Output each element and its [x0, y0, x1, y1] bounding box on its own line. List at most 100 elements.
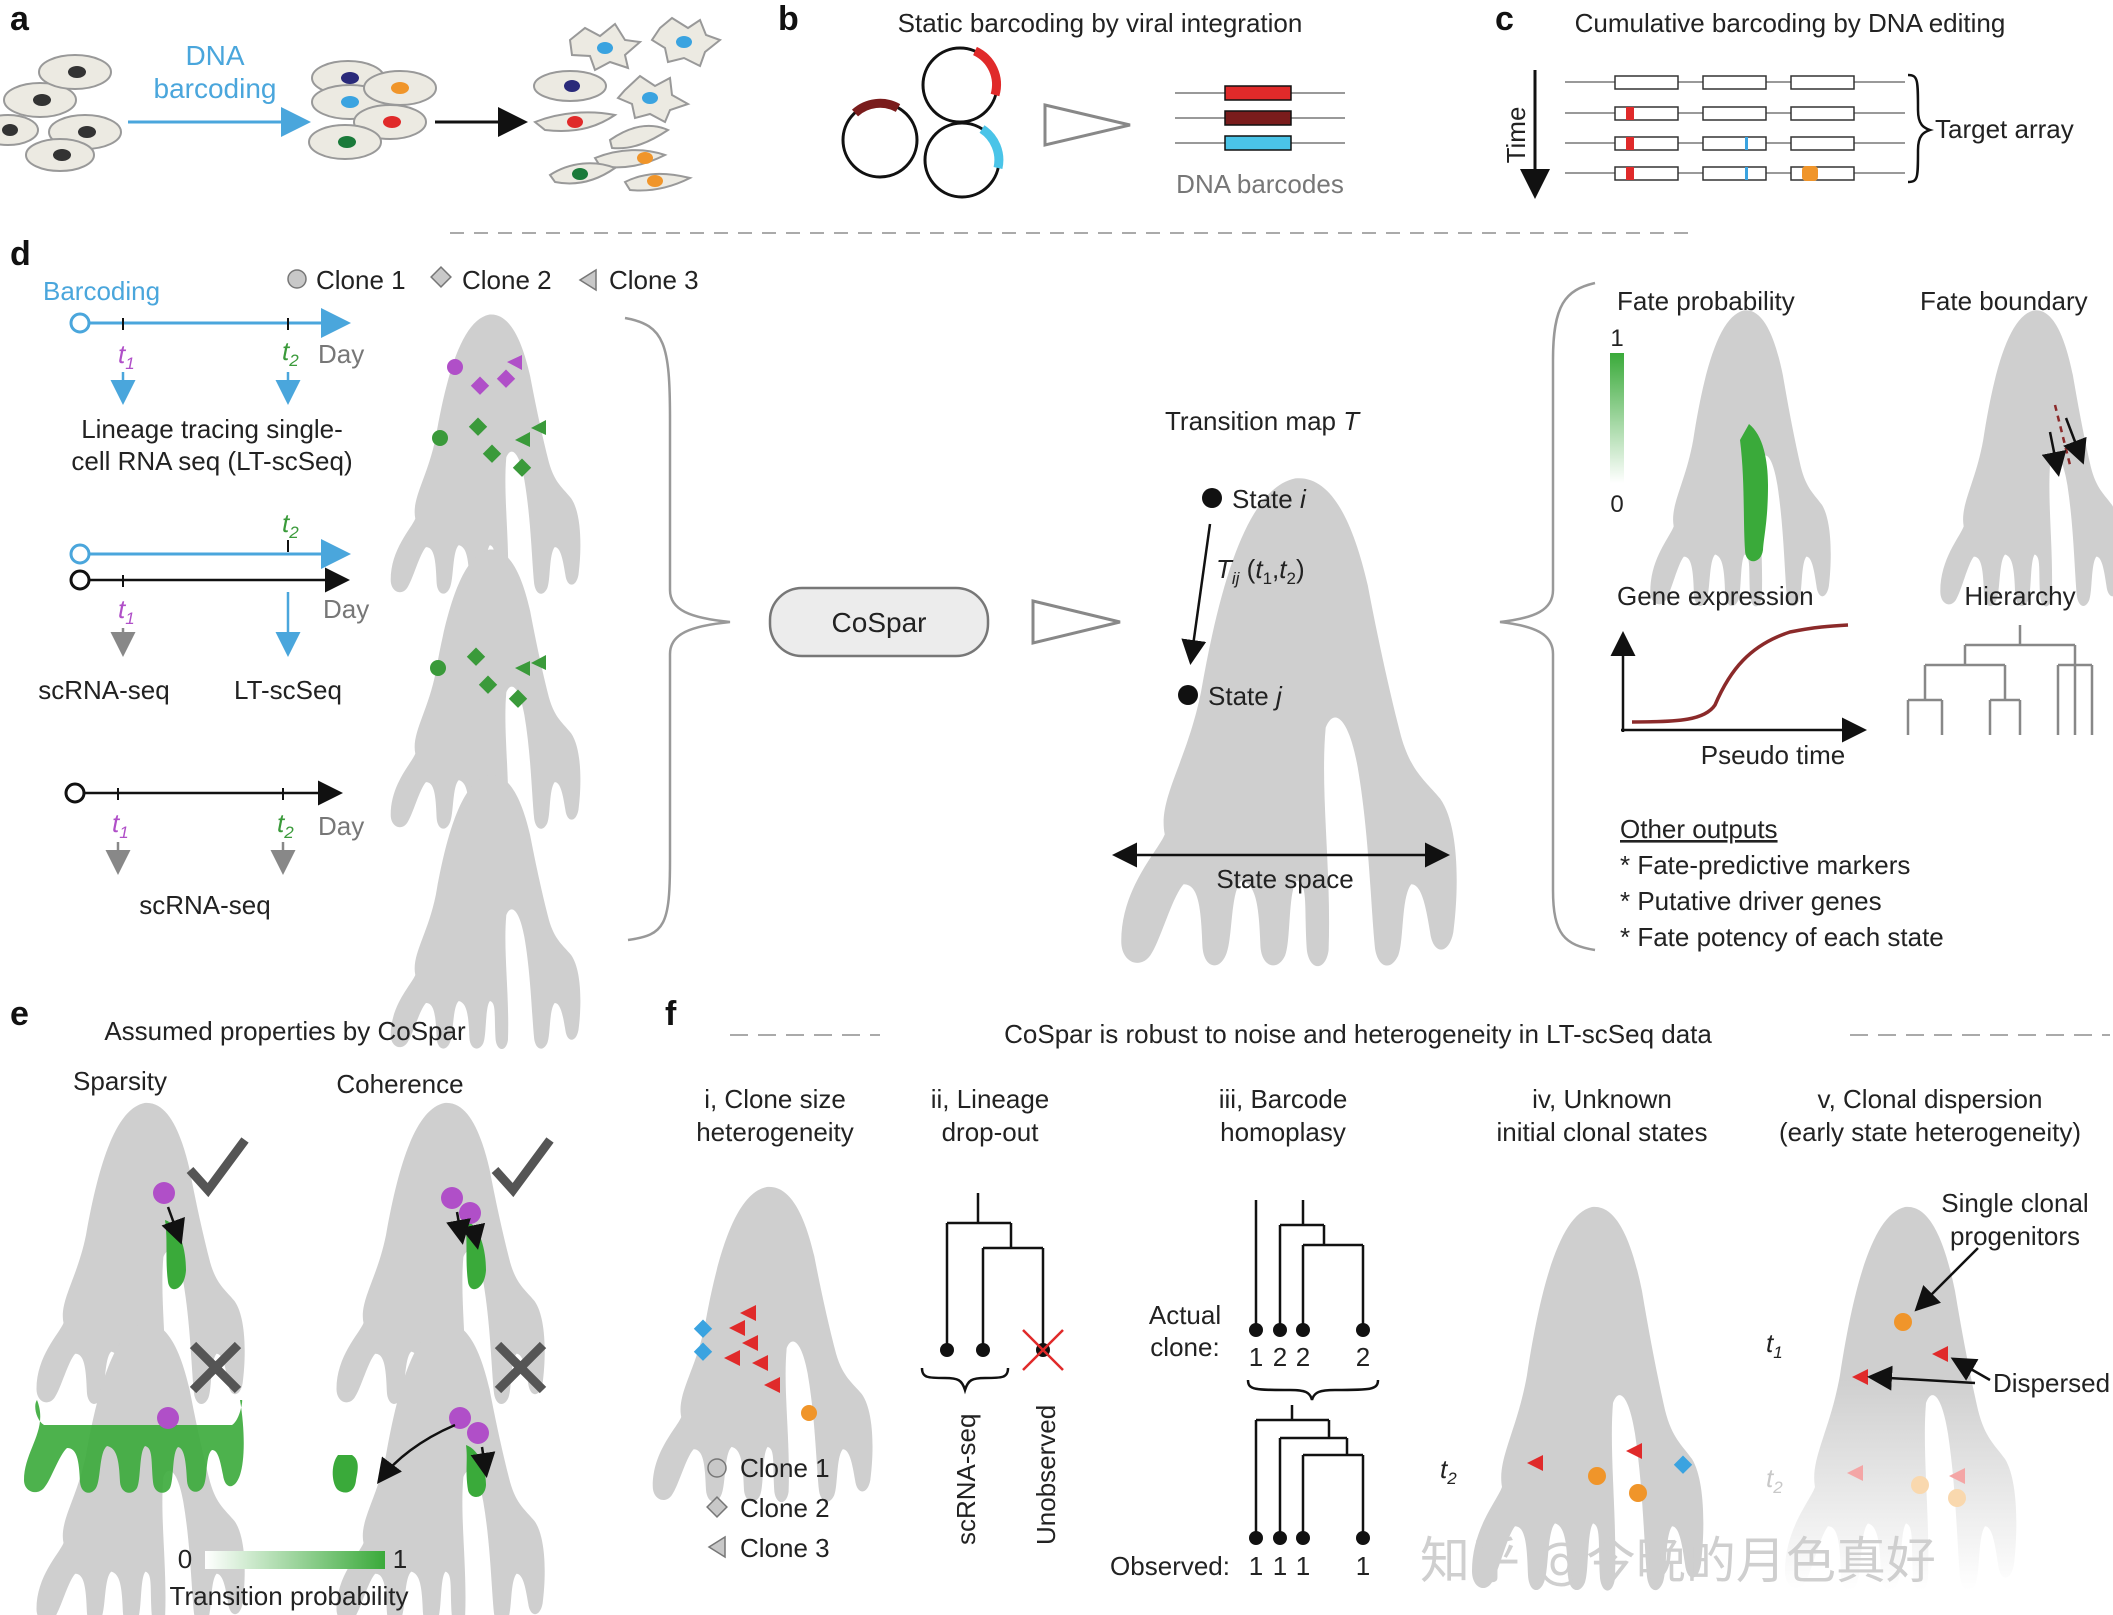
actual-clone-label-1: Actual — [1149, 1300, 1221, 1330]
unobserved-label: Unobserved — [1031, 1405, 1061, 1545]
transition-probability-scale — [205, 1551, 385, 1569]
clone3-legend-icon-f — [707, 1535, 726, 1559]
clone1-legend-label: Clone 1 — [316, 265, 406, 295]
f-i-title-1: i, Clone size — [704, 1084, 846, 1114]
hierarchy-tree — [1906, 625, 2094, 735]
f-iv-title-2: initial clonal states — [1497, 1117, 1708, 1147]
panel-b: b Static barcoding by viral integration … — [778, 0, 1345, 199]
actual-label-2: 2 — [1273, 1342, 1287, 1372]
actual-label-4: 2 — [1356, 1342, 1370, 1372]
panel-f: f CoSpar is robust to noise and heteroge… — [652, 995, 2110, 1591]
sparsity-label: Sparsity — [73, 1066, 167, 1096]
panel-label-a: a — [10, 0, 30, 38]
svg-text:t2: t2 — [277, 808, 294, 842]
dna-barcoding-label-2: barcoding — [154, 73, 277, 104]
timeline-mixed: t2 t1 Day scRNA-seq LT-scSeq — [38, 508, 369, 705]
fate-scale-max: 1 — [1610, 325, 1623, 352]
transition-scale-min: 0 — [178, 1544, 192, 1574]
gene-expression-curve — [1631, 623, 1849, 724]
f-iii-title-2: homoplasy — [1220, 1117, 1346, 1147]
state-j-label: State j — [1208, 681, 1283, 711]
tij-label: Tij (t1,t2) — [1216, 554, 1305, 588]
day-label-3: Day — [318, 811, 364, 841]
clone2-legend-label: Clone 2 — [462, 265, 552, 295]
state-i-dot — [1202, 488, 1222, 508]
scrna-seq-label-f: scRNA-seq — [951, 1414, 981, 1545]
viral-plasmids — [841, 46, 1004, 199]
fate-boundary-label: Fate boundary — [1920, 286, 2088, 316]
target-array-brace — [1907, 73, 1934, 184]
panel-label-d: d — [10, 235, 31, 273]
barcoded-cells — [308, 60, 437, 160]
clone-legend-d: Clone 1 Clone 2 Clone 3 — [287, 265, 699, 295]
check-icon — [491, 1137, 554, 1198]
panel-label-e: e — [10, 995, 29, 1033]
clone2-legend-label-f: Clone 2 — [740, 1493, 830, 1523]
unlabeled-cells — [0, 54, 122, 172]
panel-label-b: b — [778, 0, 799, 38]
observed-label-1: 1 — [1249, 1551, 1263, 1581]
time-label: Time — [1501, 107, 1531, 164]
tissue-clone-size — [652, 1186, 873, 1503]
output-item-2: * Putative driver genes — [1620, 886, 1882, 916]
fate-probability-label: Fate probability — [1617, 286, 1795, 316]
tissue-sparsity-bad — [24, 1322, 245, 1615]
scrna-seq-label-1: scRNA-seq — [38, 675, 169, 705]
panel-c: c Cumulative barcoding by DNA editing Ti… — [1495, 0, 2074, 199]
panel-e-title: Assumed properties by CoSpar — [104, 1016, 466, 1046]
actual-label-1: 1 — [1249, 1342, 1263, 1372]
clone1-legend-icon-f — [707, 1458, 727, 1478]
tissue-fate-probability — [1650, 310, 1831, 607]
other-outputs-label: Other outputs — [1620, 814, 1778, 844]
single-clonal-label-1: Single clonal — [1941, 1188, 2088, 1218]
day-label-2: Day — [323, 594, 369, 624]
barcoding-label: Barcoding — [43, 276, 160, 306]
clone-legend-f: Clone 1 Clone 2 Clone 3 — [706, 1453, 830, 1563]
watermark-text: 知乎 @今晚的月色真好 — [1420, 1532, 1936, 1590]
actual-clone-label-2: clone: — [1150, 1332, 1219, 1362]
transition-arrow — [1181, 523, 1212, 665]
lt-scseq-label-3: LT-scSeq — [234, 675, 342, 705]
transition-scale-max: 1 — [393, 1544, 407, 1574]
day-label-1: Day — [318, 339, 364, 369]
clone3-legend-label: Clone 3 — [609, 265, 699, 295]
timeline-scrna: t1 t2 Day scRNA-seq — [64, 780, 364, 920]
lt-scseq-label-2: cell RNA seq (LT-scSeq) — [71, 446, 352, 476]
tissue-coherence-bad — [332, 1322, 547, 1615]
f-i-title-2: heterogeneity — [696, 1117, 854, 1147]
clone1-legend-icon — [287, 269, 307, 289]
f-iv-title-1: iv, Unknown — [1532, 1084, 1672, 1114]
dna-barcodes-label: DNA barcodes — [1176, 169, 1344, 199]
state-j-dot — [1178, 685, 1198, 705]
f-v-title-1: v, Clonal dispersion — [1818, 1084, 2043, 1114]
tissue-scrna — [390, 774, 581, 1049]
tissue-coherence-good — [336, 1102, 554, 1405]
coherence-label: Coherence — [336, 1069, 463, 1099]
observed-label-2: 1 — [1273, 1551, 1287, 1581]
output-brace — [1499, 281, 1596, 952]
panel-label-c: c — [1495, 0, 1514, 38]
lineage-dropout-tree — [920, 1193, 1064, 1395]
observed-label-3: 1 — [1296, 1551, 1310, 1581]
tissue-lt-scseq — [390, 314, 581, 595]
f-ii-title-1: ii, Lineage — [931, 1084, 1050, 1114]
input-brace — [624, 316, 731, 942]
tissue-sparsity-good — [36, 1102, 249, 1405]
pseudo-time-label: Pseudo time — [1701, 740, 1846, 770]
output-item-3: * Fate potency of each state — [1620, 922, 1944, 952]
hierarchy-label: Hierarchy — [1964, 581, 2075, 611]
f-v-title-2: (early state heterogeneity) — [1779, 1117, 2081, 1147]
panel-c-title: Cumulative barcoding by DNA editing — [1575, 8, 2006, 38]
observed-tree — [1249, 1405, 1370, 1545]
differentiated-cells — [533, 16, 723, 192]
gene-expression-label: Gene expression — [1617, 581, 1814, 611]
t2-label-v: t2 — [1766, 1463, 1783, 1497]
cross-icon — [189, 1341, 242, 1394]
f-ii-title-2: drop-out — [942, 1117, 1040, 1147]
homoplasy-brace — [1246, 1379, 1380, 1401]
tissue-clonal-dispersion — [1785, 1206, 2017, 1591]
svg-text:t2: t2 — [282, 508, 299, 542]
output-item-1: * Fate-predictive markers — [1620, 850, 1910, 880]
transition-probability-label: Transition probability — [170, 1581, 409, 1611]
